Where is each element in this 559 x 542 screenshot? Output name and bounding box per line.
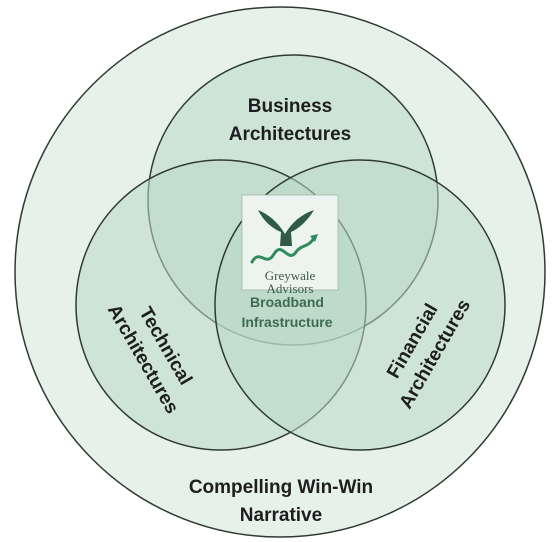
greywale-logo: Greywale Advisors	[241, 194, 339, 296]
outer-label-line2: Narrative	[240, 505, 322, 526]
business-label-line1: Business	[248, 96, 332, 117]
business-label-line2: Architectures	[229, 124, 352, 145]
outer-label-line1: Compelling Win-Win	[189, 477, 373, 498]
logo-name-line1: Greywale	[265, 268, 316, 283]
logo-name-line2: Advisors	[267, 281, 314, 296]
center-label-line1: Broadband	[250, 294, 324, 310]
center-label-line2: Infrastructure	[241, 314, 332, 330]
whale-tail-icon	[250, 210, 318, 264]
